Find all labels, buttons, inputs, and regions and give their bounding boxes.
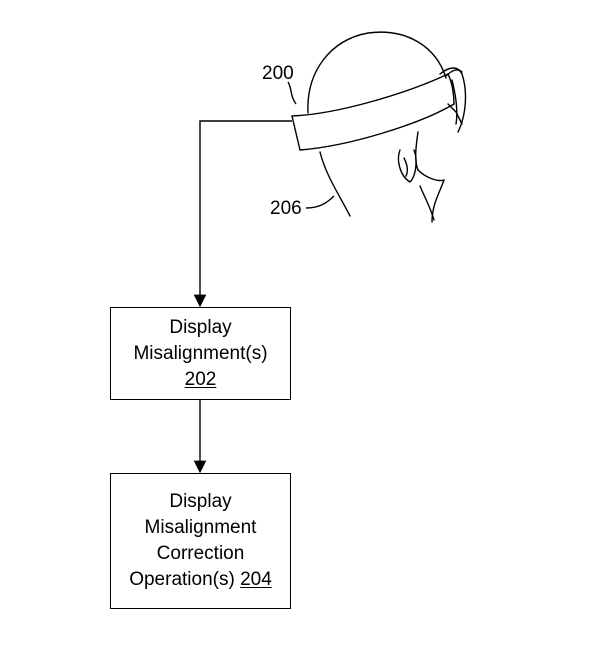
box2-line4-wrap: Operation(s) 204 (129, 567, 272, 593)
ref-206-leader (305, 195, 335, 209)
box1-line1: Display (169, 316, 232, 338)
ref-200-leader (287, 81, 297, 105)
display-misalignment-correction-box: Display Misalignment Correction Operatio… (110, 473, 291, 609)
box2-line1: Display (169, 491, 232, 512)
box2-ref: 204 (240, 569, 272, 590)
box2-line4: Operation(s) (129, 569, 235, 590)
ref-200-label: 200 (262, 63, 294, 84)
box2-line2: Misalignment (144, 517, 257, 538)
device-to-box1-arrow (193, 120, 292, 308)
display-misalignments-box: Display Misalignment(s) 202 (110, 307, 291, 400)
ref-206-label: 206 (270, 198, 302, 219)
box1-line2: Misalignment(s) (133, 342, 268, 364)
head-mounted-display-icon (291, 31, 467, 223)
box2-line3: Correction (156, 543, 245, 564)
box1-ref: 202 (184, 368, 217, 390)
